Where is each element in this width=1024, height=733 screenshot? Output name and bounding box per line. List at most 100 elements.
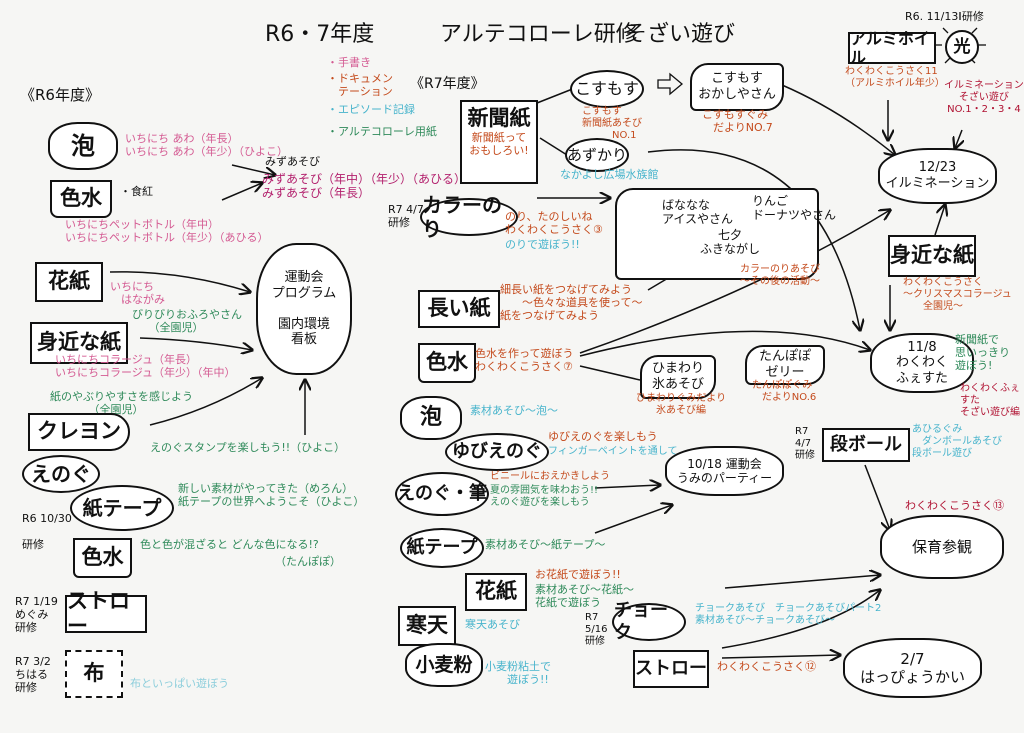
r7-tanpopo-notes: たんぽぽぐみ だよりNO.6 [752,380,817,403]
r7-yubienogu-node: ゆびえのぐ [445,433,549,471]
right-festa-green: 新聞紙で 思いっきり 遊ぼう! [955,333,1010,373]
r6-mijikana-node: 身近な紙 [30,322,128,364]
r7-kamitape-notes: 素材あそび～紙テープ～ [485,538,606,551]
r6-iromizu-extra: ・食紅 [120,185,153,198]
right-sankan-cloud: 保育参観 [880,515,1004,579]
r6-iromizu2-notes2: （たんぽぽ） [275,555,341,568]
r7-kamitape-node: 紙テープ [400,528,484,568]
r6-awa-node: 泡 [48,122,118,170]
r7-hanagami-notes: お花紙で遊ぼう!! [535,568,621,581]
r7-himawari-notes: ひまわりぐみだより 氷あそび編 [636,393,727,416]
legend-episode-record: ・エピソード記録 [327,103,415,116]
r6-training-label-3: R7 3/2 ちはる 研修 [15,655,51,695]
r7-kosumosu-notes: こすもす 新聞紙あそび NO.1 [582,106,642,141]
r6-mijikana-green: びりびりおふろやさん （全園児） [132,308,242,335]
r6-heading: 《R6年度》 [20,86,100,104]
right-illumination-cloud: 12/23 イルミネーション [878,148,997,204]
r7-nagaikami-node: 長い紙 [418,290,500,328]
r7-enogufude-node: えのぐ・筆 [395,472,489,516]
right-hikari-notes: イルミネーション そざい遊び NO.1・2・3・4 [944,80,1024,115]
r6-hanagami-notes: いちにち はながみ [110,280,165,307]
right-alumi-node: アルミホイル [848,29,936,67]
r6-straw-node: ストロー [65,589,147,638]
title-year: R6・7年度 [265,22,375,47]
r7-shinbunshi-notes: 新聞紙って おもしろい! [469,131,529,158]
r6-training-label-2: R7 1/19 めぐみ 研修 [15,595,58,635]
r6-iromizu2-node: 色水 [73,538,132,578]
title-main: アルテコローレ研修 [440,22,638,47]
r7-chalk-notes: チョークあそび チョークあそびパート2 素材あそび～チョークあそび～ [695,603,882,626]
r7-azukari-notes: なかよし広場水族館 [560,168,659,181]
r6-hanagami-node: 花紙 [35,262,103,302]
right-training-label-2: R7 4/7 研修 [795,426,815,461]
r6-enogu-notes: えのぐスタンプを楽しもう!!（ひよこ） [150,441,346,454]
r7-colornori-node: カラーのり [420,193,518,241]
r7-yubienogu-teal: フィンガーペイントを通して [548,446,678,457]
r7-ringo-donut: りんご ドーナツやさん [752,194,837,223]
right-danboru-node: 段ボール [822,428,910,462]
r7-himawari-cloud: ひまわり 氷あそび [640,355,716,399]
r7-colornori-teal: のりで遊ぼう!! [505,238,580,251]
r7-nagaikami-notes: 細長い紙をつなげてみよう ～色々な道具を使って～ 紙をつなげてみよう [500,283,643,323]
title-sub: そざい遊び [625,22,736,47]
r7-kanten-node: 寒天 [398,606,456,646]
r7-yubienogu-notes: ゆびえのぐを楽しもう [548,430,658,443]
right-festa-crimson: わくわくふぇすた そざい遊び編 [960,383,1020,418]
r7-colornori-followup-cloud [615,188,819,280]
r7-training-label-1: R7 4/7 研修 [388,203,424,230]
right-mijikana-notes: わくわくこうさく ～クリスマスコラージュ 全園児～ [903,277,1012,312]
legend-documentation: ・ドキュメン テーション [327,72,393,99]
right-happyoukai-cloud: 2/7 はっぴょうかい [843,638,982,698]
right-danboru-notes: あひるぐみ ダンボールあそび 段ボール遊び [912,424,1002,459]
right-sankan-notes: わくわくこうさく⑬ [905,499,1004,512]
r7-awa-node: 泡 [400,396,462,440]
r7-straw-node: ストロー [633,650,709,688]
right-hikari-node: 光 [945,30,979,64]
r7-tanpopo-cloud: たんぽぽ ゼリー [745,345,825,385]
r6-iromizu-notes: いちにちペットボトル（年中） いちにちペットボトル（年少）（あひる） [65,218,269,245]
r7-komugiko-node: 小麦粉 [405,643,483,687]
r7-colornori-notes: のり、たのしいね わくわくこうさく③ [505,210,603,237]
right-festa-cloud: 11/8 わくわく ふぇすた [870,333,974,393]
r7-komugiko-notes: 小麦粉粘土で 遊ぼう!! [485,660,551,687]
legend-artecolore-sheet: ・アルテコローレ用紙 [327,125,437,138]
right-training-label-1: R6. 11/13 研修 [905,10,984,23]
r7-training-label-2: R7 5/16 研修 [585,612,608,647]
r7-kanten-notes: 寒天あそび [465,618,520,631]
r6-iromizu-node: 色水 [50,180,112,218]
r7-enogufude-green: 夏の雰囲気を味わおう!! えのぐ遊びを楽しもう [490,485,599,508]
r6-enogu-node: えのぐ [22,455,100,493]
r6-mizuasobi: みずあそび [265,155,320,168]
r6-mijikana-green2: 紙のやぶりやすさを感じよう （全園児） [50,390,193,417]
r7-azukari-node: あずかり [565,138,629,172]
r7-colornori-followup-notes: カラーのりあそび ～その後の活動～ [740,264,820,287]
r6-mijikana-notes: いちにちコラージュ（年長） いちにちコラージュ（年少）（年中） [55,353,236,380]
r6-awa-notes: いちにち あわ（年長） いちにち あわ（年少）（ひよこ） [125,132,288,159]
r7-shinbunshi-label: 新聞紙 [467,106,531,130]
r6-kamitape-node: 紙テープ [70,485,174,531]
r6-nuno-node: 布 [65,650,123,698]
r6-nuno-notes: 布といっぱい遊ぼう [130,677,229,690]
r7-enogufude-notes: ビニールにおえかきしよう [490,471,610,482]
r7-okashiya-notes: こすもすぐみ だよりNO.7 [702,108,773,135]
r7-hanagami-node: 花紙 [465,573,527,611]
r7-undoukai-cloud: 10/18 運動会 うみのパーティー [665,446,784,496]
right-mijikana-node: 身近な紙 [888,235,976,277]
r7-okashiya-cloud: こすもす おかしやさん [690,63,784,111]
r6-kamitape-notes: 新しい素材がやってきた（めろん） 紙テープの世界へようこそ（ひよこ） [178,482,365,509]
r7-banana-ice: ばななな アイスやさん [662,198,734,227]
r7-awa-notes: 素材あそび～泡～ [470,404,558,417]
r7-heading: 《R7年度》 [410,76,485,92]
r6-iromizu2-notes: 色と色が混ざると どんな色になる!? [140,538,319,551]
r7-kosumosu-node: こすもす [570,70,644,108]
r6-kureyon-node: クレヨン [28,413,130,451]
r7-hanagami-green: 素材あそび～花紙～ 花紙で遊ぼう [535,583,634,610]
r7-chalk-node: チョーク [612,600,686,643]
r7-tanabata: 七夕 ふきながし [700,228,761,257]
r7-shinbunshi-node: 新聞紙 新聞紙って おもしろい! [460,100,538,184]
legend-handwritten: ・手書き [327,56,371,69]
r6-mizuasobi-notes: みずあそび（年中）（年少）（あひる） みずあそび（年長） [262,172,467,201]
right-alumi-notes: わくわくこうさく11 （アルミホイル年少） [845,66,945,89]
r7-iromizu-notes: 色水を作って遊ぼう わくわくこうさく⑦ [475,347,574,374]
